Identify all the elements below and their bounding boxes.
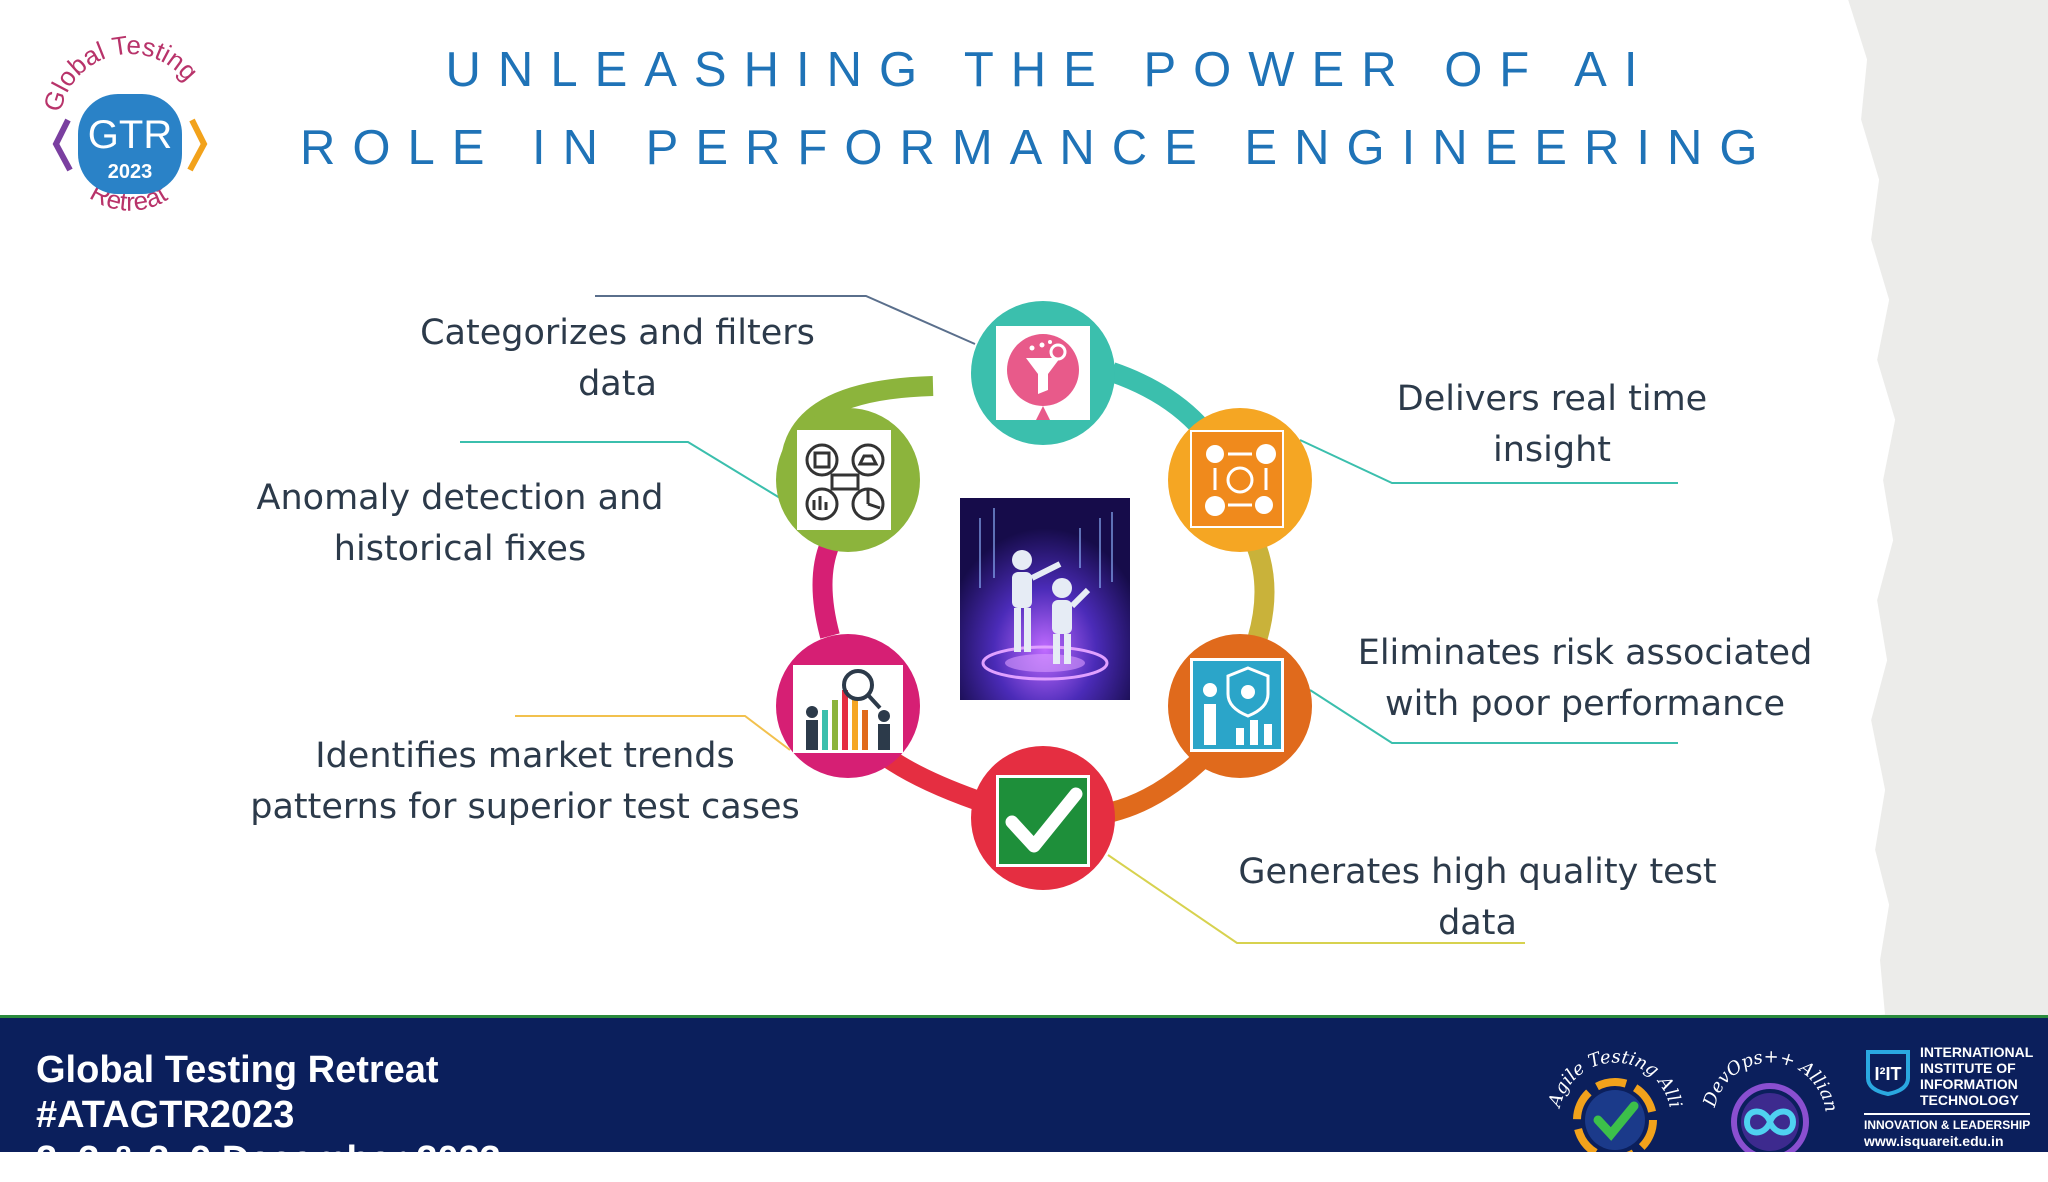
iit-mark-icon: I²IT xyxy=(1866,1050,1910,1096)
node-data-grid xyxy=(776,408,920,552)
slide-title-line2: ROLE IN PERFORMANCE ENGINEERING xyxy=(300,121,1775,175)
node-process-flow xyxy=(1168,408,1312,552)
ring-segment-red xyxy=(882,749,980,810)
label-generates: Generates high quality test data xyxy=(1238,852,1717,943)
iit-tagline: INNOVATION & LEADERSHIP xyxy=(1864,1113,2031,1132)
ring-segment-teal xyxy=(1108,362,1211,437)
iit-mark-text: I²IT xyxy=(1875,1064,1902,1084)
slide: Global Testing Retreat GTR 2023 UNLEASHI… xyxy=(40,0,2048,1015)
label-eliminates: Eliminates risk associated with poor per… xyxy=(1357,633,1813,724)
checkmark-icon xyxy=(999,778,1087,864)
ai-robots-image xyxy=(960,498,1130,700)
label-categorizes: Categorizes and filters data xyxy=(420,313,815,404)
ai-capabilities-diagram xyxy=(460,295,1678,944)
shield-gear-chart-icon xyxy=(1193,661,1281,749)
logo-year: 2023 xyxy=(108,161,153,183)
process-flow-icon xyxy=(1192,432,1282,526)
logo-badge: GTR xyxy=(88,113,172,157)
isquareit-logo: I²IT INTERNATIONAL INSTITUTE OF INFORMAT… xyxy=(1862,1040,2048,1152)
ring-segment-magenta xyxy=(812,540,840,639)
label-trends: Identifies market trends patterns for su… xyxy=(250,736,800,827)
ring-segment-olive xyxy=(1247,544,1275,643)
devops-alliance-logo: DevOps++ Alliance xyxy=(1695,1030,1842,1152)
label-delivers: Delivers real time insight xyxy=(1396,379,1708,470)
node-shield-chart xyxy=(1168,634,1312,778)
label-anomaly: Anomaly detection and historical fixes xyxy=(256,478,664,569)
node-funnel-gear xyxy=(971,301,1115,445)
ring-segment-orange xyxy=(1109,747,1213,822)
torn-paper-edge xyxy=(1843,0,2048,1015)
funnel-gear-icon xyxy=(1007,334,1079,420)
slide-title-line1: UNLEASHING THE POWER OF AI xyxy=(445,43,1655,97)
footer-hashtag: #ATAGTR2023 xyxy=(36,1094,295,1136)
data-grid-icon xyxy=(805,443,885,521)
footer-dates: 2, 3 & 8, 9 December 2023 xyxy=(36,1139,501,1181)
node-analytics xyxy=(776,634,920,778)
analytics-magnifier-icon xyxy=(806,669,890,750)
iit-name: INTERNATIONAL INSTITUTE OF INFORMATION T… xyxy=(1920,1044,2034,1108)
footer-event-name: Global Testing Retreat xyxy=(36,1049,439,1091)
agile-testing-alliance-logo: Agile Testing Alliance xyxy=(1540,1030,1686,1152)
gtr-2023-logo: Global Testing Retreat GTR 2023 xyxy=(40,30,208,217)
iit-url: www.isquareit.edu.in xyxy=(1864,1133,2004,1149)
node-checkmark xyxy=(971,746,1115,890)
